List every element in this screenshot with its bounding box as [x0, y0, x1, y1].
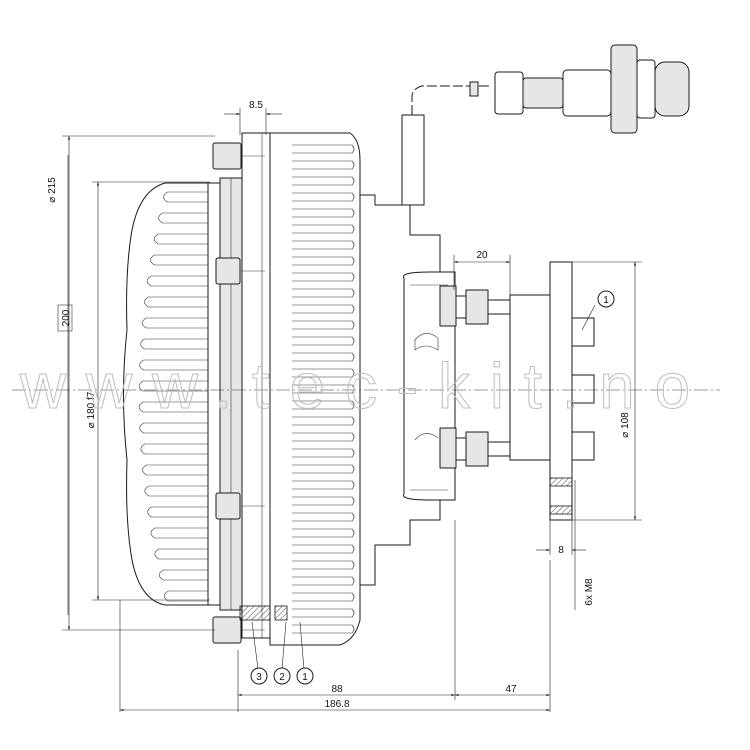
dim-186-8: 186.8	[324, 699, 349, 710]
hub-flange	[509, 261, 595, 521]
main-finned-housing	[239, 132, 361, 646]
dimension-lines	[62, 108, 642, 712]
dim-8: 8	[558, 545, 564, 556]
dim-20: 20	[476, 250, 488, 261]
callout-1-bottom: 1	[302, 672, 308, 683]
callout-circle-3	[250, 667, 268, 685]
dim-200: 200	[61, 309, 72, 326]
callout-1-top: 1	[603, 295, 609, 306]
callout-2: 2	[279, 672, 285, 683]
callout-3: 3	[256, 672, 262, 683]
dim-88: 88	[331, 684, 343, 695]
dim-thread-6xm8: 6x M8	[584, 578, 595, 606]
dim-diameter-180: ⌀ 180 f7	[86, 391, 97, 428]
mounting-flange	[212, 132, 271, 644]
dim-diameter-215: ⌀ 215	[47, 177, 58, 203]
sensor-connector	[401, 44, 690, 206]
dimension-labels: ⌀ 215 200 ⌀ 180 f7 8.5 20 ⌀ 108 8 6x M8 …	[47, 100, 631, 710]
dim-47: 47	[505, 684, 517, 695]
callout-circle-1-top	[597, 290, 615, 308]
callout-circle-2	[273, 667, 291, 685]
stud-bolts	[439, 285, 511, 469]
dim-diameter-108: ⌀ 108	[620, 412, 631, 438]
watermark: www.tec-kit.no	[19, 350, 710, 422]
dim-8-5: 8.5	[249, 100, 263, 111]
dim-200-box	[57, 304, 73, 332]
callouts: 1 3 2 1	[250, 290, 615, 685]
callout-circle-1-bottom	[296, 667, 314, 685]
